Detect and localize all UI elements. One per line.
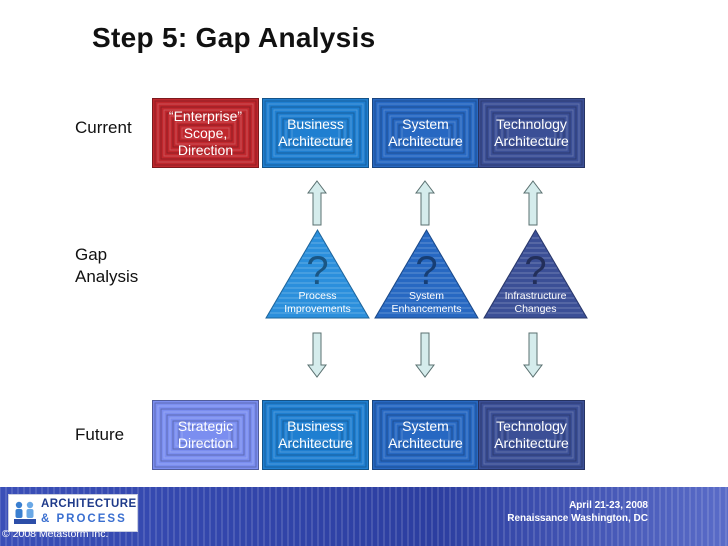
current-box-technology-architecture: Technology Architecture: [478, 98, 585, 168]
architecture-process-logo: ARCHITECTURE & PROCESS: [8, 494, 138, 532]
concentric-pattern: [152, 400, 259, 470]
logo-line-1: ARCHITECTURE: [41, 498, 137, 510]
current-box-system-architecture: System Architecture: [372, 98, 479, 168]
logo-line-2: & PROCESS: [41, 513, 127, 525]
concentric-pattern: [478, 98, 585, 168]
up-arrow-icon: [523, 180, 543, 226]
concentric-pattern: [478, 400, 585, 470]
current-box-enterprise: “Enterprise” Scope, Direction: [152, 98, 259, 168]
event-date: April 21-23, 2008: [569, 500, 648, 511]
question-mark-icon: ?: [306, 249, 328, 293]
logo-figures-icon: [14, 501, 36, 524]
future-box-technology-architecture: Technology Architecture: [478, 400, 585, 470]
row-label-current: Current: [75, 118, 132, 137]
page-title: Step 5: Gap Analysis: [92, 22, 376, 53]
down-arrow-icon: [523, 332, 543, 378]
question-mark-icon: ?: [415, 249, 437, 293]
triangle-system-enhancements: ?: [374, 229, 479, 319]
copyright-text: © 2008 Metastorm Inc.: [2, 528, 109, 540]
future-box-strategic-direction: Strategic Direction: [152, 400, 259, 470]
system-enhancements-label: System Enhancements: [391, 290, 462, 315]
down-arrow-icon: [307, 332, 327, 378]
up-arrow-icon: [415, 180, 435, 226]
concentric-pattern: [372, 400, 479, 470]
concentric-pattern: [262, 400, 369, 470]
concentric-pattern: [152, 98, 259, 168]
row-label-future: Future: [75, 425, 125, 444]
process-improvements-label: Process Improvements: [284, 290, 351, 315]
row-label-gap-analysis: Gap Analysis: [75, 245, 139, 286]
current-box-business-architecture: Business Architecture: [262, 98, 369, 168]
question-mark-icon: ?: [524, 249, 546, 293]
concentric-pattern: [372, 98, 479, 168]
concentric-pattern: [262, 98, 369, 168]
triangle-process-improvements: ?: [265, 229, 370, 319]
future-box-business-architecture: Business Architecture: [262, 400, 369, 470]
future-box-system-architecture: System Architecture: [372, 400, 479, 470]
down-arrow-icon: [415, 332, 435, 378]
triangle-infrastructure-changes: ?: [483, 229, 588, 319]
event-location: Renaissance Washington, DC: [507, 513, 648, 524]
infrastructure-changes-label: Infrastructure Changes: [504, 290, 567, 315]
up-arrow-icon: [307, 180, 327, 226]
event-info: April 21-23, 2008 Renaissance Washington…: [507, 499, 648, 525]
